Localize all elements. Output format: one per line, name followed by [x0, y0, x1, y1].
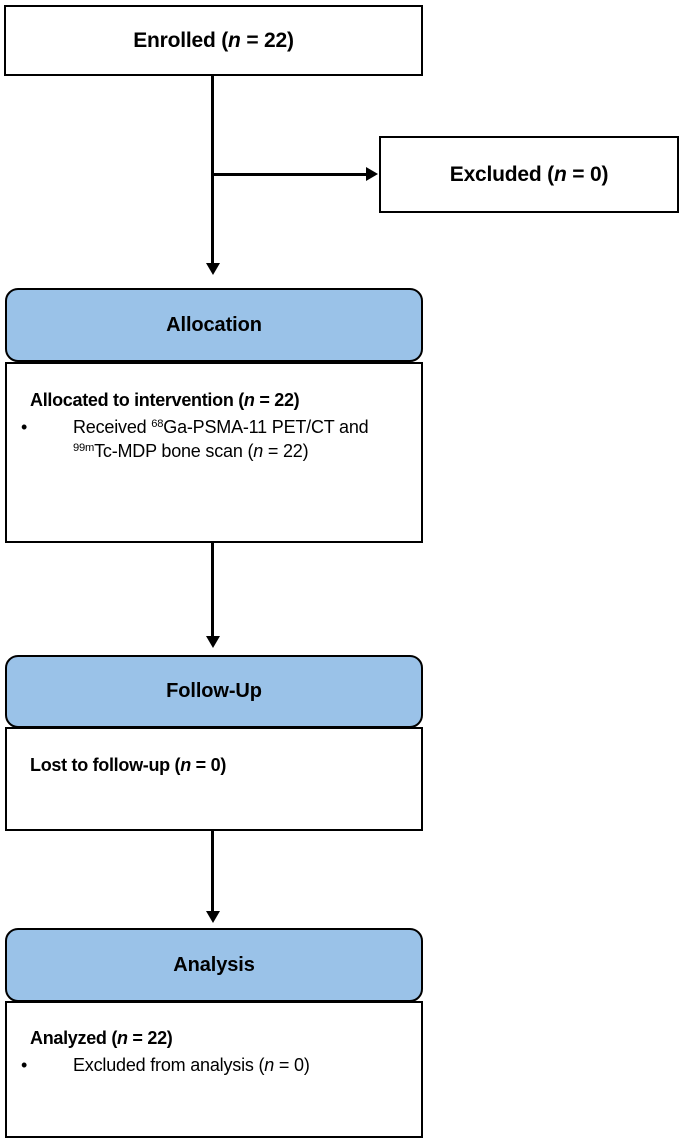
analysis-heading: Analyzed (n = 22) — [30, 1028, 173, 1048]
n-symbol: n — [228, 28, 241, 52]
connector-to-excluded — [211, 173, 367, 176]
n-symbol: n — [264, 1055, 275, 1075]
n-symbol: n — [553, 162, 567, 186]
stage-body-followup: Lost to follow-up (n = 0) — [5, 727, 423, 831]
stage-header-allocation: Allocation — [5, 288, 423, 362]
n-symbol: n — [253, 440, 264, 461]
stage-body-analysis: Analyzed (n = 22) • Excluded from analys… — [5, 1001, 423, 1138]
connector-followup-to-analysis — [211, 831, 214, 915]
stage-title-allocation: Allocation — [166, 313, 262, 336]
node-enrolled-label: Enrolled (n = 22) — [133, 28, 294, 52]
node-enrolled: Enrolled (n = 22) — [4, 5, 423, 76]
list-item: • Received 68Ga-PSMA-11 PET/CT and 99mTc… — [21, 416, 411, 464]
analysis-bullet-text: Excluded from analysis (n = 0) — [73, 1055, 310, 1075]
allocation-bullet-text: Received 68Ga-PSMA-11 PET/CT and 99mTc-M… — [73, 417, 369, 461]
node-excluded-label: Excluded (n = 0) — [449, 162, 609, 186]
bullet-icon: • — [21, 417, 28, 437]
followup-heading: Lost to follow-up (n = 0) — [30, 755, 227, 775]
arrowhead-analysis — [206, 911, 220, 923]
stage-title-analysis: Analysis — [173, 953, 255, 976]
stage-header-followup: Follow-Up — [5, 655, 423, 728]
connector-allocation-to-followup — [211, 543, 214, 639]
isotope-superscript-99m: 99m — [73, 442, 95, 455]
n-symbol: n — [180, 755, 191, 775]
stage-body-allocation: Allocated to intervention (n = 22) • Rec… — [5, 362, 423, 543]
node-excluded: Excluded (n = 0) — [379, 136, 679, 213]
isotope-superscript-68: 68 — [151, 418, 164, 431]
stage-title-followup: Follow-Up — [166, 680, 262, 702]
arrowhead-excluded — [366, 167, 378, 181]
arrowhead-followup — [206, 636, 220, 648]
connector-enrolled-to-allocation — [211, 76, 214, 265]
n-symbol: n — [243, 390, 255, 410]
bullet-icon: • — [21, 1055, 28, 1075]
arrowhead-allocation — [206, 263, 220, 275]
n-symbol: n — [117, 1028, 128, 1048]
allocation-heading: Allocated to intervention (n = 22) — [30, 390, 300, 410]
list-item: • Excluded from analysis (n = 0) — [21, 1054, 411, 1078]
stage-header-analysis: Analysis — [5, 928, 423, 1002]
